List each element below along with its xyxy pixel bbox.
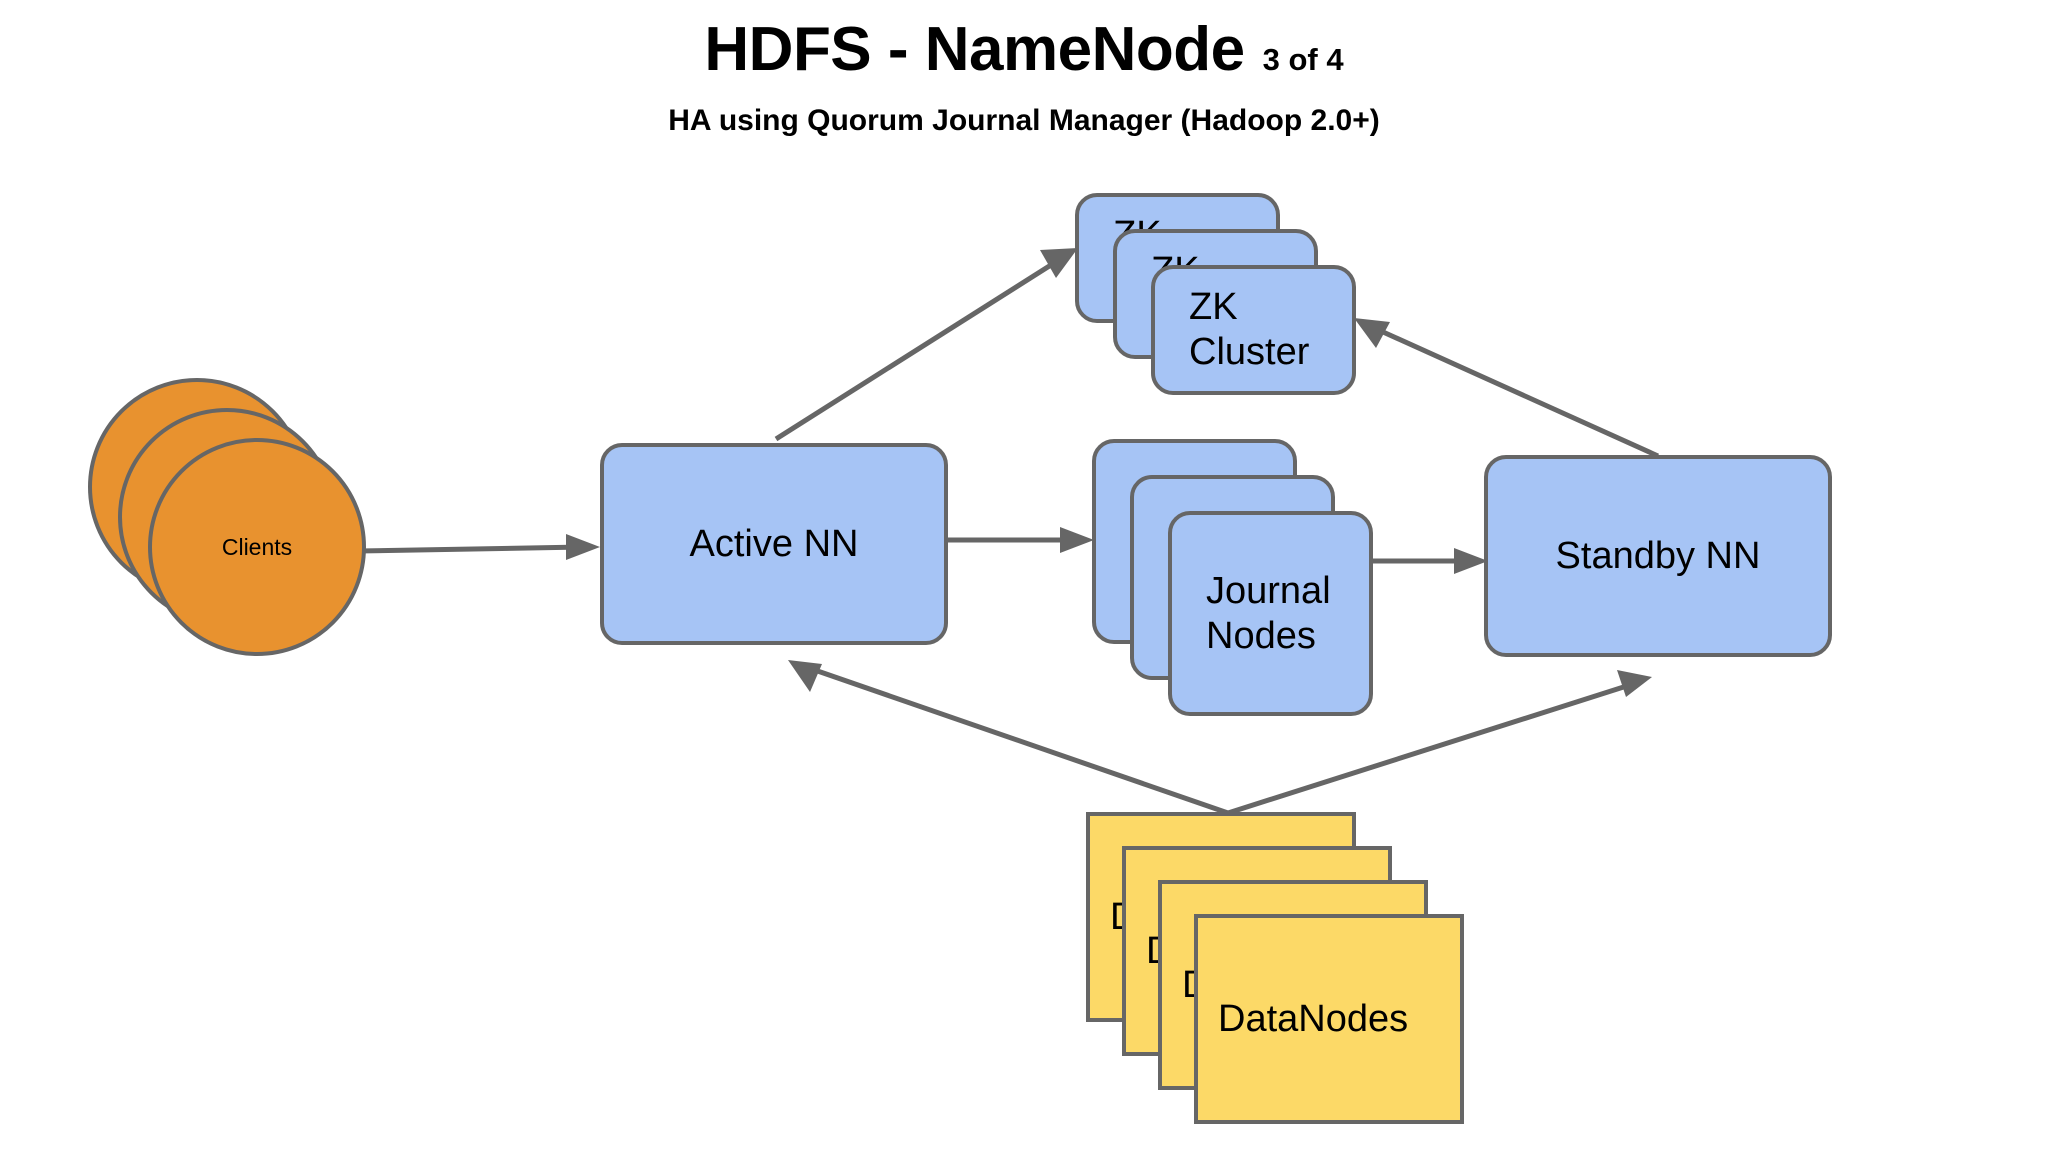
datanodes-label: DataNodes xyxy=(1218,997,1409,1040)
journal-nodes-label: Journal Nodes xyxy=(1206,569,1331,657)
edge-clients-to-active-nn xyxy=(357,534,600,560)
clients-node[interactable]: Clients xyxy=(148,438,366,656)
edge-active-nn-to-journal xyxy=(945,527,1094,553)
active-nn-node[interactable]: Active NN xyxy=(600,443,948,645)
active-nn-label: Active NN xyxy=(689,522,859,565)
page-title: HDFS - NameNode 3 of 4 xyxy=(0,14,2048,85)
edge-datanodes-to-active-nn xyxy=(788,660,1229,816)
title-slide-count: 3 of 4 xyxy=(1262,42,1344,77)
title-main-text: HDFS - NameNode xyxy=(704,15,1245,84)
journal-nodes-node[interactable]: Journal Nodes xyxy=(1168,511,1373,716)
edge-standby-nn-to-zk xyxy=(1354,318,1660,459)
standby-nn-label: Standby NN xyxy=(1555,534,1761,577)
standby-nn-node[interactable]: Standby NN xyxy=(1484,455,1832,657)
edge-active-nn-to-zk xyxy=(774,248,1078,442)
page-subtitle: HA using Quorum Journal Manager (Hadoop … xyxy=(668,104,1380,137)
zk-cluster-node[interactable]: ZK Cluster xyxy=(1151,265,1356,395)
clients-label: Clients xyxy=(221,533,293,560)
zk-cluster-label: ZK Cluster xyxy=(1189,286,1310,373)
datanodes-node[interactable]: DataNodes xyxy=(1194,914,1464,1124)
edge-journal-to-standby-nn xyxy=(1372,548,1488,574)
